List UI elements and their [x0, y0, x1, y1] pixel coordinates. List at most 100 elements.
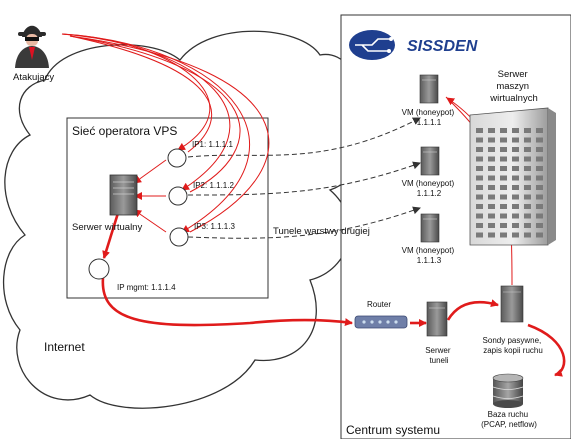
tunnels-label: Tunele warstwy drugiej — [273, 226, 370, 237]
server-bay — [476, 138, 483, 143]
tunnel-server-icon — [427, 302, 447, 336]
server-bay — [500, 204, 507, 209]
server-bay — [476, 233, 483, 238]
server-bay — [536, 185, 543, 190]
server-bay — [524, 128, 531, 133]
server-bay — [500, 223, 507, 228]
server-bay — [476, 214, 483, 219]
server-bay — [524, 157, 531, 162]
server-bay — [524, 185, 531, 190]
server-bay — [524, 176, 531, 181]
internet-label: Internet — [44, 340, 85, 354]
server-bay — [524, 204, 531, 209]
server-bay — [500, 185, 507, 190]
server-bay — [476, 195, 483, 200]
attacker-icon — [15, 26, 49, 68]
server-bay — [536, 233, 543, 238]
server-bay — [488, 157, 495, 162]
ip2-label: IP2: 1.1.1.2 — [193, 181, 234, 190]
server-bay — [476, 176, 483, 181]
server-bay — [500, 138, 507, 143]
server-bay — [512, 176, 519, 181]
server-bay — [536, 223, 543, 228]
probes-label: Sondy pasywne, zapis kopii ruchu — [483, 336, 544, 355]
server-bay — [500, 147, 507, 152]
server-bay — [488, 223, 495, 228]
server-bay — [512, 204, 519, 209]
server-bay — [512, 147, 519, 152]
virtual-server-icon — [110, 175, 137, 215]
server-bay — [536, 157, 543, 162]
server-bay — [512, 233, 519, 238]
server-bay — [500, 176, 507, 181]
vm1-icon — [420, 75, 438, 103]
server-bay — [500, 233, 507, 238]
database-label: Baza ruchu (PCAP, netflow) — [481, 410, 537, 429]
server-bay — [536, 147, 543, 152]
router-icon — [355, 316, 407, 328]
server-bay — [500, 157, 507, 162]
server-bay — [512, 223, 519, 228]
virtual-server-label: Serwer wirtualny — [72, 222, 142, 233]
mgmt-ip-label: IP mgmt: 1.1.1.4 — [117, 283, 176, 292]
server-bay — [476, 223, 483, 228]
vm-host-server-icon — [470, 108, 556, 245]
server-bay — [524, 233, 531, 238]
server-bay — [488, 147, 495, 152]
server-bay — [500, 166, 507, 171]
server-bay — [512, 128, 519, 133]
server-bay — [536, 214, 543, 219]
server-bay — [500, 195, 507, 200]
server-bay — [488, 166, 495, 171]
system-footer-label: Centrum systemu — [346, 423, 440, 437]
server-bay — [512, 214, 519, 219]
server-bay — [476, 166, 483, 171]
server-bay — [524, 214, 531, 219]
server-bay — [524, 147, 531, 152]
ip3-node — [170, 228, 188, 246]
server-bay — [488, 233, 495, 238]
server-bay — [476, 204, 483, 209]
server-bay — [500, 214, 507, 219]
server-bay — [512, 157, 519, 162]
server-bay — [500, 128, 507, 133]
server-bay — [512, 195, 519, 200]
vps-title: Sieć operatora VPS — [72, 124, 177, 138]
attacker-label: Atakujący — [13, 72, 54, 83]
server-bay — [536, 195, 543, 200]
server-bay — [476, 185, 483, 190]
server-bay — [536, 128, 543, 133]
logo-text: SISSDEN — [407, 38, 478, 55]
probes-server-icon — [501, 286, 523, 322]
server-bay — [488, 204, 495, 209]
server-bay — [488, 195, 495, 200]
vm3-icon — [421, 214, 439, 242]
ip1-node — [168, 149, 186, 167]
server-bay — [536, 166, 543, 171]
server-bay — [512, 185, 519, 190]
server-bay — [512, 166, 519, 171]
ip1-label: IP1: 1.1.1.1 — [192, 140, 233, 149]
server-bay — [488, 138, 495, 143]
server-bay — [476, 157, 483, 162]
router-label: Router — [367, 300, 391, 309]
server-bay — [536, 176, 543, 181]
server-bay — [512, 138, 519, 143]
server-bay — [476, 128, 483, 133]
server-bay — [476, 147, 483, 152]
mgmt-node — [89, 259, 109, 279]
database-icon — [493, 374, 523, 408]
ip2-node — [169, 187, 187, 205]
server-bay — [524, 223, 531, 228]
ip3-label: IP3: 1.1.1.3 — [194, 222, 235, 231]
server-bay — [524, 195, 531, 200]
server-bay — [488, 176, 495, 181]
server-bay — [536, 204, 543, 209]
server-bay — [524, 138, 531, 143]
server-bay — [488, 214, 495, 219]
vm2-icon — [421, 147, 439, 175]
server-bay — [536, 138, 543, 143]
server-bay — [488, 128, 495, 133]
server-bay — [488, 185, 495, 190]
